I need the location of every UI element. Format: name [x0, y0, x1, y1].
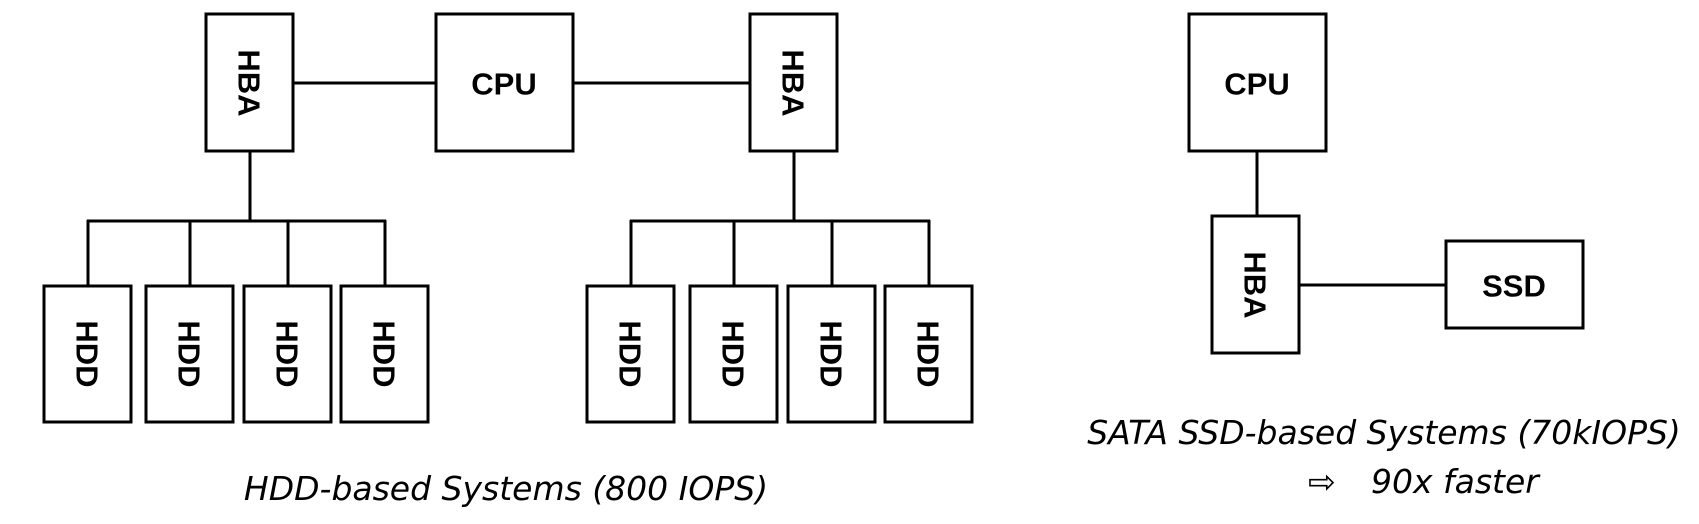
hdd-label-6: HDD [716, 320, 751, 387]
hdd-system: HBA CPU HBA HDD HDD HDD HDD HDD HDD HDD … [42, 12, 974, 508]
hba-left-label: HBA [232, 49, 267, 116]
hdd-box-7 [786, 284, 877, 424]
hdd-box-1 [42, 284, 133, 424]
hdd-box-2 [144, 284, 235, 424]
hdd-label-4: HDD [367, 320, 402, 387]
cpu-box-right [1187, 12, 1328, 153]
speedup-caption: 90x faster [1371, 462, 1541, 501]
hba-right-system-label: HBA [1238, 251, 1273, 318]
ssd-box [1444, 239, 1585, 330]
hdd-box-5 [585, 284, 676, 424]
hba-right-label: HBA [776, 49, 811, 116]
ssd-system-caption: SATA SSD-based Systems (70kIOPS) [1087, 413, 1681, 452]
hdd-label-3: HDD [270, 320, 305, 387]
hba-left-box [204, 12, 295, 153]
hdd-label-5: HDD [613, 320, 648, 387]
ssd-system: CPU HBA SSD SATA SSD-based Systems (70kI… [1087, 12, 1681, 501]
ssd-label: SSD [1482, 269, 1546, 304]
hdd-label-8: HDD [911, 320, 946, 387]
hdd-system-caption: HDD-based Systems (800 IOPS) [244, 469, 768, 508]
hdd-box-6 [688, 284, 779, 424]
cpu-box-left [434, 12, 575, 153]
right-arrow-icon: ⇨ [1308, 462, 1336, 501]
hdd-box-3 [242, 284, 333, 424]
hdd-label-2: HDD [172, 320, 207, 387]
hdd-box-8 [883, 284, 974, 424]
hdd-box-4 [339, 284, 430, 424]
cpu-left-label: CPU [471, 67, 536, 102]
hdd-label-7: HDD [814, 320, 849, 387]
hba-box-right [1210, 214, 1301, 355]
cpu-right-label: CPU [1224, 67, 1289, 102]
hdd-label-1: HDD [70, 320, 105, 387]
hba-right-box [748, 12, 839, 153]
